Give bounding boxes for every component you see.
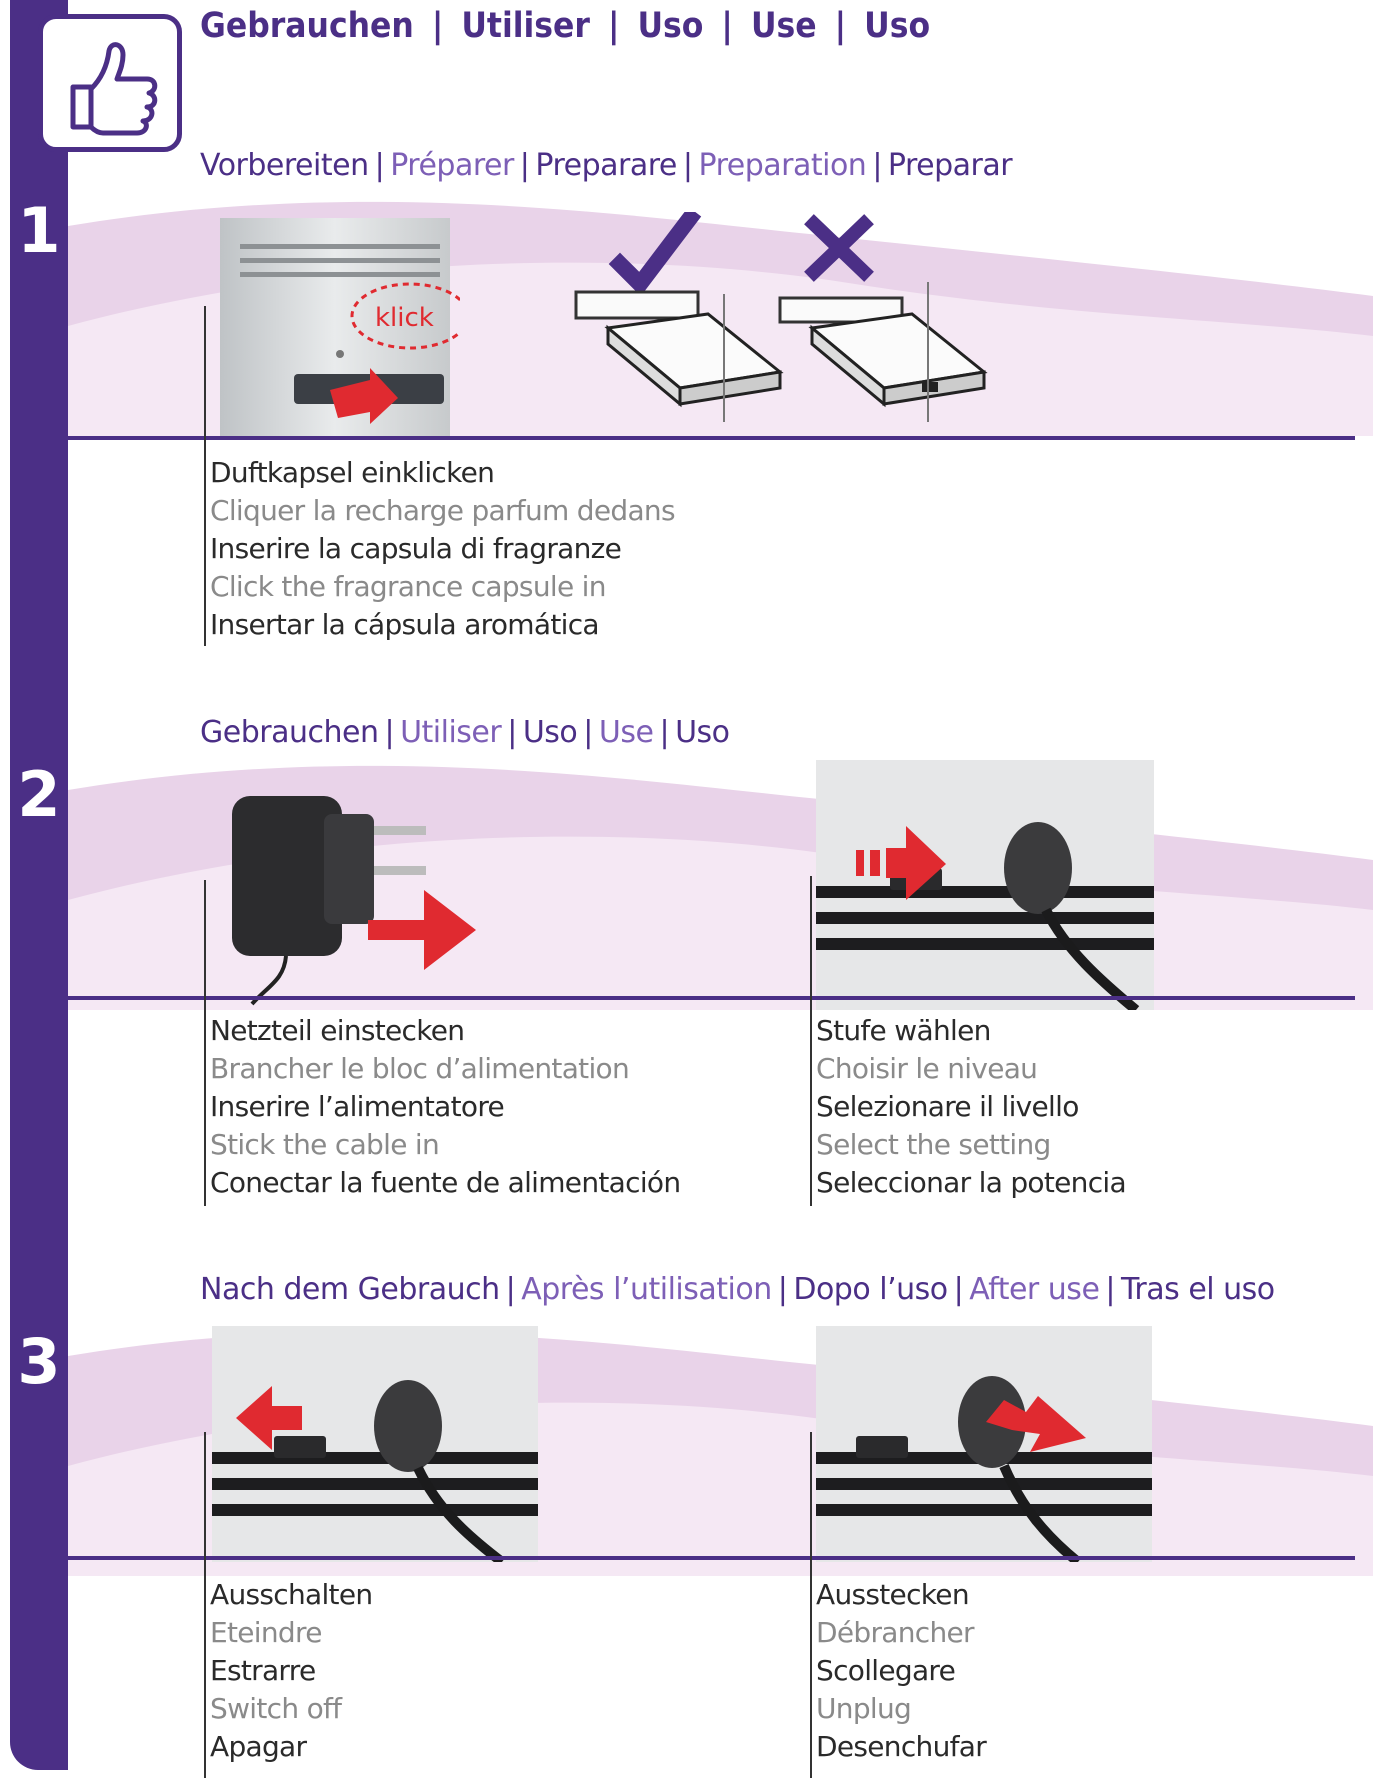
caption-rule: [810, 1432, 812, 1778]
caption-line: Eteindre: [210, 1616, 322, 1649]
caption-line: Selezionare il livello: [816, 1090, 1079, 1123]
heading-item: After use: [969, 1272, 1100, 1307]
caption-line: Conectar la fuente de alimentación: [210, 1166, 681, 1199]
heading-item: Utiliser: [400, 715, 502, 750]
red-arrow-icon: [986, 1396, 1086, 1452]
heading-item: Nach dem Gebrauch: [200, 1272, 500, 1307]
switch-off-photo-image: [212, 1326, 538, 1562]
heading-item: Uso: [675, 715, 730, 750]
caption-line: Desenchufar: [816, 1730, 987, 1763]
heading-item: Préparer: [390, 148, 514, 183]
caption-line: Cliquer la recharge parfum dedans: [210, 494, 676, 527]
caption-line: Estrarre: [210, 1654, 316, 1687]
side-bar: [10, 0, 68, 1770]
heading-item: Dopo l’uso: [793, 1272, 948, 1307]
red-arrow-icon: [886, 826, 946, 900]
thumbs-up-badge: [38, 14, 182, 152]
heading-item: Gebrauchen: [200, 715, 379, 750]
step-number-2: 2: [17, 758, 61, 831]
setting-photo-image: [816, 760, 1154, 1010]
step-3-caption-left: Ausschalten Eteindre Estrarre Switch off…: [210, 1576, 373, 1766]
cross-icon: [804, 214, 874, 282]
caption-line: Select the setting: [816, 1128, 1051, 1161]
caption-line: Débrancher: [816, 1616, 975, 1649]
diffuser-device-image: klick: [220, 218, 460, 436]
step-1-divider: [68, 436, 1355, 440]
caption-line: Insertar la cápsula aromática: [210, 608, 600, 641]
caption-line: Inserire l’alimentatore: [210, 1090, 505, 1123]
step-2-caption-right: Stufe wählen Choisir le niveau Seleziona…: [816, 1012, 1127, 1202]
caption-line: Ausschalten: [210, 1578, 373, 1611]
caption-rule: [204, 1432, 206, 1778]
step-2-divider: [68, 996, 1355, 1000]
caption-line: Stufe wählen: [816, 1014, 991, 1047]
caption-line: Inserire la capsula di fragranze: [210, 532, 622, 565]
caption-rule: [810, 876, 812, 1206]
caption-line: Duftkapsel einklicken: [210, 456, 495, 489]
heading-item: Preparar: [887, 148, 1013, 183]
heading-item: Uso: [522, 715, 578, 750]
header-item: Utiliser: [461, 6, 590, 46]
step-3-divider: [68, 1556, 1355, 1560]
heading-item: Vorbereiten: [200, 148, 369, 183]
step-2-heading: Gebrauchen|Utiliser|Uso|Use|Uso: [200, 715, 730, 750]
caption-line: Netzteil einstecken: [210, 1014, 465, 1047]
step-3-heading: Nach dem Gebrauch|Après l’utilisation|Do…: [200, 1272, 1275, 1307]
caption-line: Brancher le bloc d’alimentation: [210, 1052, 630, 1085]
header-item: Uso: [637, 6, 704, 46]
caption-line: Stick the cable in: [210, 1128, 440, 1161]
caption-line: Ausstecken: [816, 1578, 970, 1611]
heading-item: Tras el uso: [1121, 1272, 1275, 1307]
heading-item: Preparation: [698, 148, 867, 183]
red-arrow-icon: [368, 890, 476, 970]
step-3-caption-right: Ausstecken Débrancher Scollegare Unplug …: [816, 1576, 987, 1766]
heading-item: Use: [598, 715, 654, 750]
heading-item: Après l’utilisation: [521, 1272, 772, 1307]
check-icon: [608, 212, 702, 297]
red-arrow-icon: [236, 1386, 302, 1450]
step-2-caption-left: Netzteil einstecken Brancher le bloc d’a…: [210, 1012, 681, 1202]
caption-line: Choisir le niveau: [816, 1052, 1038, 1085]
header-item: Use: [750, 6, 817, 46]
caption-line: Switch off: [210, 1692, 342, 1725]
power-adapter-image: [232, 796, 476, 1006]
step-1-caption: Duftkapsel einklicken Cliquer la recharg…: [210, 454, 676, 644]
capsule-correct-image: [574, 212, 784, 422]
page-header: Gebrauchen|Utiliser|Uso|Use|Uso: [200, 6, 931, 46]
caption-line: Scollegare: [816, 1654, 956, 1687]
header-item: Gebrauchen: [200, 6, 414, 46]
caption-line: Apagar: [210, 1730, 307, 1763]
heading-item: Preparare: [535, 148, 677, 183]
step-1-heading: Vorbereiten|Préparer|Preparare|Preparati…: [200, 148, 1013, 183]
thumbs-up-icon: [70, 42, 158, 136]
caption-line: Seleccionar la potencia: [816, 1166, 1127, 1199]
step-number-3: 3: [17, 1325, 61, 1398]
klick-callout: klick: [375, 303, 434, 333]
caption-rule: [204, 306, 206, 646]
step-number-1: 1: [17, 194, 61, 267]
header-item: Uso: [864, 6, 931, 46]
caption-line: Click the fragrance capsule in: [210, 570, 607, 603]
unplug-photo-image: [816, 1326, 1152, 1562]
caption-line: Unplug: [816, 1692, 912, 1725]
capsule-wrong-image: [778, 214, 988, 422]
caption-rule: [204, 880, 206, 1206]
